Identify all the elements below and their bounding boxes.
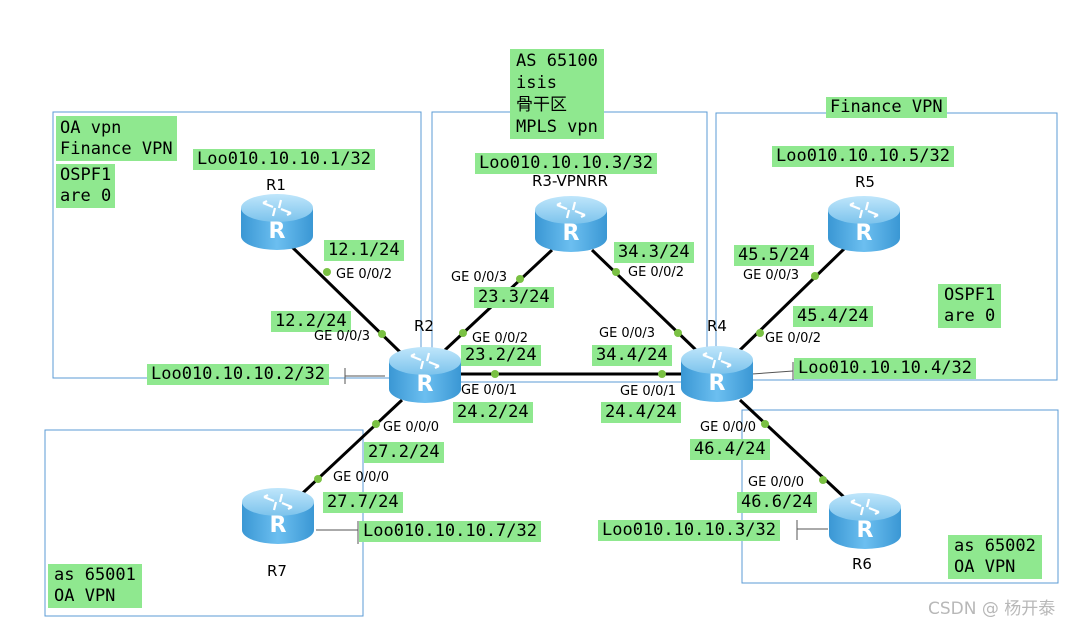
- loopback-r6-label: Loo010.10.10.3/32: [598, 520, 780, 541]
- router-r5-name: R5: [855, 173, 875, 191]
- router-r2-name: R2: [414, 317, 434, 335]
- port-r3-r4-r4: GE 0/0/3: [599, 326, 655, 341]
- router-r4-name: R4: [707, 317, 727, 335]
- ip-r2-r4-r2: 24.2/24: [453, 402, 533, 423]
- port-r2-r4-r4: GE 0/0/1: [620, 384, 676, 399]
- link-r2-r7: [288, 398, 404, 507]
- area-center-line: AS 65100: [516, 51, 598, 71]
- ip-r2-r3-r2: 23.2/24: [461, 345, 541, 366]
- ip-r2-r4-r4: 24.4/24: [601, 402, 681, 423]
- area-center-line: 骨干区: [516, 95, 567, 115]
- area-left-label: OA vpn Finance VPN: [56, 116, 177, 161]
- loopback-r7-label: Loo010.10.10.7/32: [359, 521, 541, 542]
- loopback-r5-label: Loo010.10.10.5/32: [772, 146, 954, 167]
- loopback-r3-label: Loo010.10.10.3/32: [475, 153, 657, 174]
- area-finance-label: Finance VPN: [826, 97, 947, 118]
- router-r6-icon[interactable]: [827, 491, 903, 551]
- ip-r1-r2-r2: 12.2/24: [271, 311, 351, 332]
- port-r2-r3-r3: GE 0/0/3: [451, 270, 507, 285]
- link-r4-r6: [738, 398, 847, 500]
- router-r5-icon[interactable]: [826, 194, 902, 254]
- port-dots: [314, 268, 827, 484]
- loopback-r4-label: Loo010.10.10.4/32: [794, 358, 976, 379]
- ip-r2-r7-r2: 27.2/24: [364, 442, 444, 463]
- router-r7-name: R7: [267, 562, 287, 580]
- area-right-line: OSPF1: [944, 285, 996, 305]
- port-r4-r5-r4: GE 0/0/2: [765, 331, 821, 346]
- area-as65001-line: as 65001: [54, 565, 136, 585]
- area-left-line: OSPF1: [60, 165, 112, 185]
- port-r2-r4-r2: GE 0/0/1: [461, 383, 517, 398]
- router-r3-icon[interactable]: [533, 194, 609, 254]
- ip-r4-r5-r4: 45.4/24: [793, 306, 873, 327]
- router-r4-icon[interactable]: [679, 344, 755, 404]
- port-r2-r7-r7: GE 0/0/0: [333, 470, 389, 485]
- router-r7-icon[interactable]: [240, 486, 316, 546]
- watermark: CSDN @ 杨开泰: [928, 599, 1056, 619]
- area-center-line: MPLS vpn: [516, 117, 598, 137]
- area-center-label: AS 65100 isis 骨干区 MPLS vpn: [510, 49, 604, 139]
- area-as65002-line: OA VPN: [954, 557, 1016, 577]
- router-r1-name: R1: [266, 176, 286, 194]
- port-r2-r3-r2: GE 0/0/2: [472, 331, 528, 346]
- router-r6-name: R6: [852, 555, 872, 573]
- port-r2-r7-r2: GE 0/0/0: [383, 420, 439, 435]
- area-as65001-line: OA VPN: [54, 586, 116, 606]
- loopback-r2-label: Loo010.10.10.2/32: [147, 364, 329, 385]
- ip-r4-r6-r4: 46.4/24: [690, 439, 770, 460]
- ip-r1-r2-r1: 12.1/24: [324, 240, 404, 261]
- area-as65001-label: as 65001 OA VPN: [48, 564, 142, 608]
- port-r1-r2-r2: GE 0/0/3: [314, 329, 370, 344]
- ip-r2-r3-r3: 23.3/24: [474, 287, 554, 308]
- area-left-line: OA vpn: [60, 118, 122, 138]
- ip-r3-r4-r4: 34.4/24: [592, 345, 672, 366]
- ip-r4-r5-r5: 45.5/24: [734, 245, 814, 266]
- area-center-line: isis: [516, 73, 557, 93]
- ip-r3-r4-r3: 34.3/24: [614, 242, 694, 263]
- port-r3-r4-r3: GE 0/0/2: [628, 265, 684, 280]
- area-right-ospf-label: OSPF1 are 0: [938, 284, 1002, 328]
- area-right-line: are 0: [944, 306, 996, 326]
- area-as65002-label: as 65002 OA VPN: [948, 535, 1042, 579]
- area-left-ospf-label: OSPF1 are 0: [56, 164, 116, 208]
- port-r1-r2-r1: GE 0/0/2: [336, 267, 392, 282]
- port-r4-r6-r6: GE 0/0/0: [748, 475, 804, 490]
- port-r4-r5-r5: GE 0/0/3: [743, 268, 799, 283]
- loopback-line-r4: [751, 370, 794, 375]
- area-left-line: are 0: [60, 186, 112, 206]
- area-as65002-line: as 65002: [954, 536, 1036, 556]
- port-r4-r6-r4: GE 0/0/0: [700, 420, 756, 435]
- loopback-r1-label: Loo010.10.10.1/32: [193, 149, 375, 170]
- router-r1-icon[interactable]: [239, 192, 315, 252]
- area-left-line: Finance VPN: [60, 138, 173, 159]
- router-r2-icon[interactable]: [387, 345, 463, 405]
- router-r3-name: R3-VPNRR: [532, 172, 608, 190]
- ip-r2-r7-r7: 27.7/24: [323, 492, 403, 513]
- ip-r4-r6-r6: 46.6/24: [737, 492, 817, 513]
